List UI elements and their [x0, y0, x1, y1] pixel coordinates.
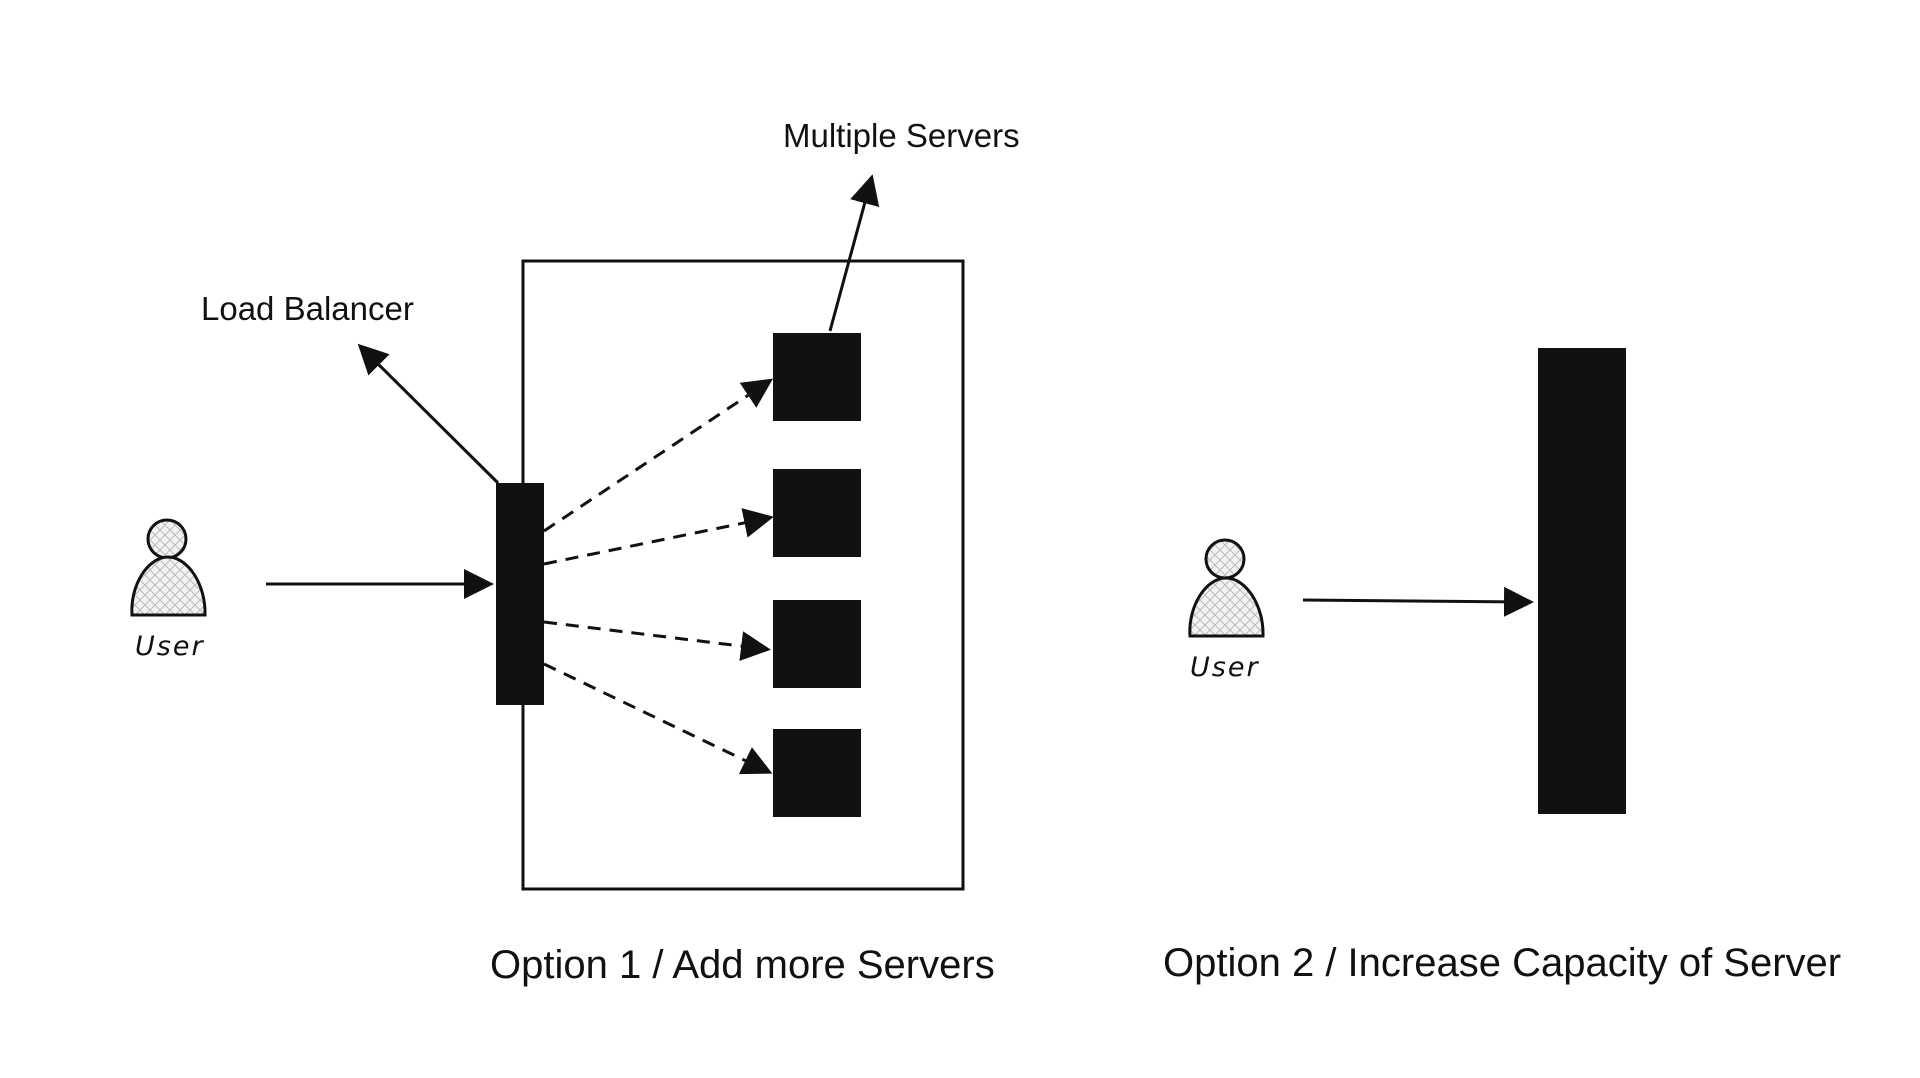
route-arrow-3: [543, 620, 771, 661]
user-label-right: User: [1190, 652, 1260, 683]
user-to-server-arrow: [1302, 586, 1534, 617]
load-balancer: [496, 483, 544, 705]
server-1: [773, 333, 861, 421]
user-label-left: User: [135, 631, 205, 662]
load-balancer-callout-arrow: [357, 343, 500, 485]
route-arrow-1: [543, 378, 773, 533]
option-2-caption: Option 2 / Increase Capacity of Server: [1163, 941, 1841, 985]
server-3: [773, 600, 861, 688]
user-icon: [1188, 538, 1265, 638]
route-arrow-4: [543, 662, 773, 775]
server-4: [773, 729, 861, 817]
server-2: [773, 469, 861, 557]
multiple-servers-label: Multiple Servers: [783, 117, 1020, 154]
option-1-caption: Option 1 / Add more Servers: [490, 943, 995, 987]
server-cluster-box: [521, 259, 965, 891]
multiple-servers-callout-arrow: [828, 174, 880, 332]
route-arrow-2: [543, 508, 774, 566]
large-server: [1538, 348, 1626, 814]
load-balancer-label: Load Balancer: [201, 290, 414, 327]
user-icon: [130, 518, 207, 617]
